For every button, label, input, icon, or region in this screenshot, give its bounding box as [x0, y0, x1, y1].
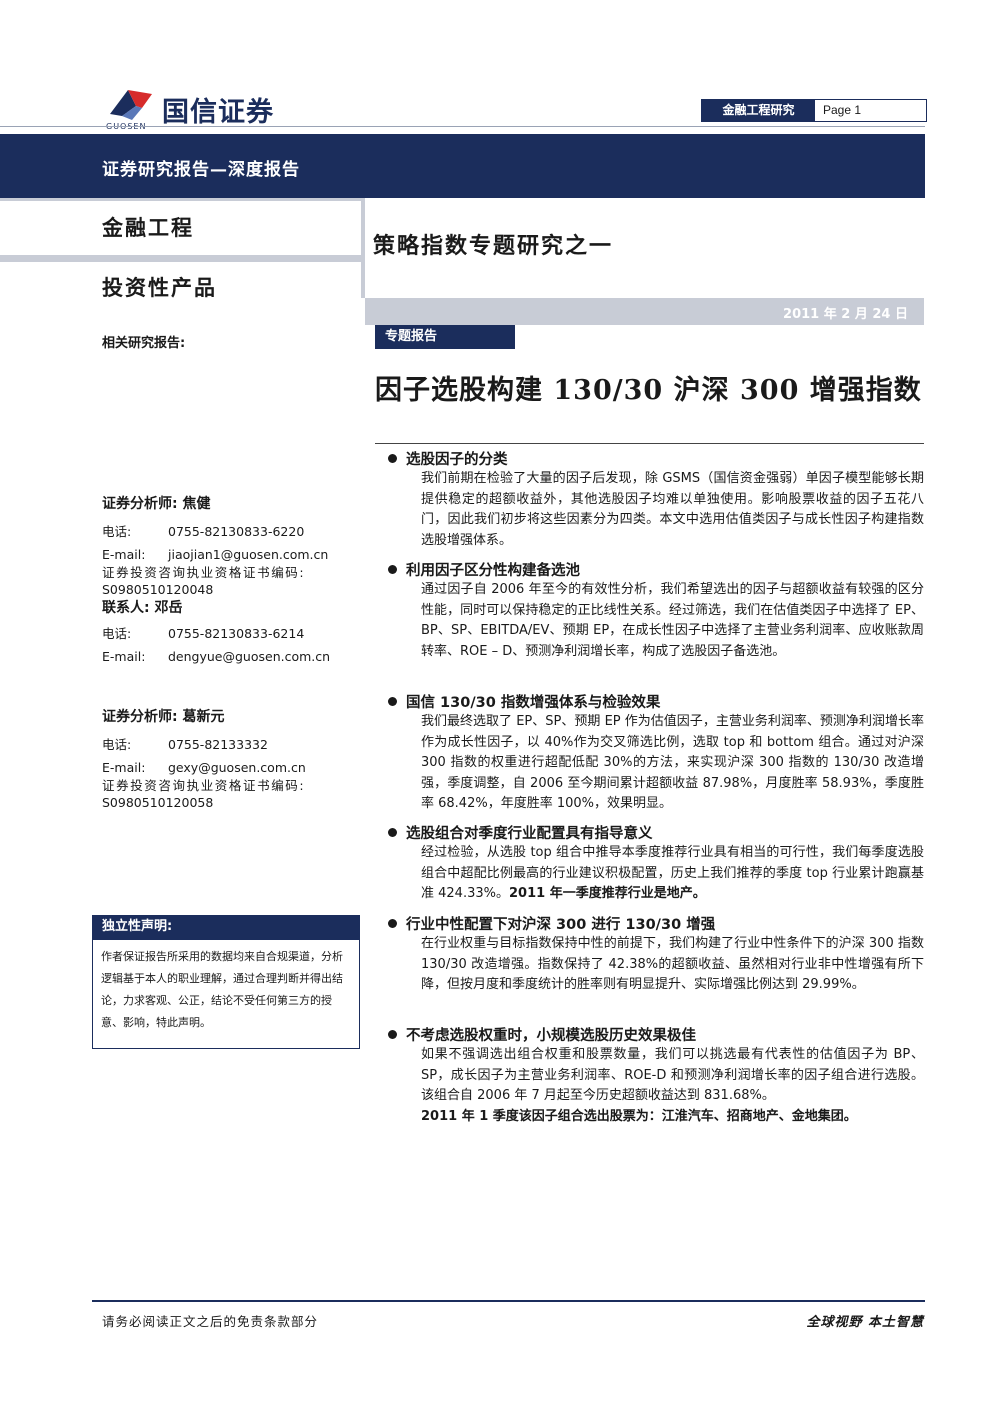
- phone-label: 电话:: [102, 524, 132, 539]
- section-industry-neutral: 行业中性配置下对沪深 300 进行 130/30 增强 在行业权重与目标指数保持…: [388, 912, 924, 996]
- main-title: 因子选股构建 130/30 沪深 300 增强指数: [375, 375, 922, 406]
- cert-number: S0980510120048: [102, 582, 214, 597]
- phone-label: 电话:: [102, 737, 132, 752]
- section-candidate-pool: 利用因子区分性构建备选池 通过因子自 2006 年至今的有效性分析，我们希望选出…: [388, 558, 924, 662]
- email-label: E-mail:: [102, 649, 146, 664]
- section-body: 经过检验，从选股 top 组合中推导本季度推荐行业具有相当的可行性，我们每季度选…: [421, 843, 924, 905]
- category-panel-2: [0, 262, 361, 298]
- series-title: 策略指数专题研究之一: [373, 233, 614, 259]
- bullet-icon: [388, 918, 397, 928]
- header-rule: [0, 126, 925, 127]
- guosen-logo-icon: [110, 90, 152, 120]
- report-type: 证券研究报告—深度报告: [102, 160, 300, 180]
- section-heading: 选股组合对季度行业配置具有指导意义: [406, 825, 653, 842]
- analyst-name: 证券分析师: 焦健: [102, 496, 211, 512]
- email-link[interactable]: dengyue@guosen.com.cn: [168, 649, 331, 664]
- section-industry-allocation: 选股组合对季度行业配置具有指导意义 经过检验，从选股 top 组合中推导本季度推…: [388, 821, 924, 905]
- section-heading: 国信 130/30 指数增强体系与检验效果: [406, 694, 661, 711]
- phone-value: 0755-82130833-6220: [168, 524, 305, 539]
- bullet-icon: [388, 453, 397, 463]
- header-band: [0, 134, 925, 198]
- page-tag: 金融工程研究 Page 1: [701, 99, 927, 122]
- cert-number: S0980510120058: [102, 795, 214, 810]
- contact-person: 联系人: 邓岳 电话: 0755-82130833-6214 E-mail: den…: [102, 599, 352, 666]
- section-emphasis: 2011 年一季度推荐行业是地产。: [508, 886, 706, 901]
- email-link[interactable]: gexy@guosen.com.cn: [168, 760, 306, 775]
- section-body-text: 如果不强调选出组合权重和股票数量，我们可以挑选最有代表性的估值因子为 BP、SP…: [421, 1047, 924, 1103]
- related-reports-label: 相关研究报告:: [102, 336, 186, 351]
- section-body: 我们前期在检验了大量的因子后发现，除 GSMS（国信资金强弱）单因子模型能够长期…: [421, 471, 924, 548]
- bullet-icon: [388, 1029, 397, 1039]
- section-emphasis: 2011 年 1 季度该因子组合选出股票为：江淮汽车、招商地产、金地集团。: [421, 1108, 857, 1124]
- cert-label: 证券投资咨询执业资格证书编码:: [102, 778, 306, 793]
- page-tag-category: 金融工程研究: [702, 100, 815, 121]
- analyst-contact-2: 证券分析师: 葛新元 电话: 0755-82133332 E-mail: gexy@…: [102, 708, 352, 811]
- category-heading-2: 投资性产品: [102, 275, 217, 300]
- section-body: 如果不强调选出组合权重和股票数量，我们可以挑选最有代表性的估值因子为 BP、SP…: [421, 1045, 924, 1127]
- contact-name: 联系人: 邓岳: [102, 600, 183, 616]
- topic-tag: 专题报告: [375, 325, 515, 349]
- section-enhancement-system: 国信 130/30 指数增强体系与检验效果 我们最终选取了 EP、SP、预期 E…: [388, 690, 924, 815]
- footer-rule: [92, 1300, 925, 1302]
- phone-value: 0755-82130833-6214: [168, 626, 305, 641]
- bullet-icon: [388, 564, 397, 574]
- section-heading: 不考虑选股权重时，小规模选股历史效果极佳: [406, 1027, 696, 1044]
- phone-label: 电话:: [102, 626, 132, 641]
- section-body: 我们最终选取了 EP、SP、预期 EP 作为估值因子，主营业务利润率、预测净利润…: [421, 714, 924, 811]
- section-body: 在行业权重与目标指数保持中性的前提下，我们构建了行业中性条件下的沪深 300 指…: [421, 936, 924, 992]
- slogan: 全球视野 本土智慧: [806, 1315, 924, 1330]
- bullet-icon: [388, 827, 397, 837]
- section-heading: 选股因子的分类: [406, 451, 508, 468]
- category-heading-1: 金融工程: [102, 215, 194, 240]
- report-date: 2011 年 2 月 24 日: [783, 307, 908, 322]
- email-label: E-mail:: [102, 547, 146, 562]
- email-link[interactable]: jiaojian1@guosen.com.cn: [168, 547, 329, 562]
- email-label: E-mail:: [102, 760, 146, 775]
- disclaimer-notice: 请务必阅读正文之后的免责条款部分: [102, 1314, 319, 1329]
- page-number: Page 1: [823, 103, 862, 117]
- section-body: 通过因子自 2006 年至今的有效性分析，我们希望选出的因子与超额收益有较强的区…: [421, 582, 924, 659]
- analyst-name: 证券分析师: 葛新元: [102, 709, 225, 725]
- section-heading: 行业中性配置下对沪深 300 进行 130/30 增强: [406, 916, 716, 933]
- section-factor-classification: 选股因子的分类 我们前期在检验了大量的因子后发现，除 GSMS（国信资金强弱）单…: [388, 447, 924, 551]
- section-body-text: 经过检验，从选股 top 组合中推导本季度推荐行业具有相当的可行性，我们每季度选…: [421, 845, 924, 901]
- date-bar: [365, 298, 924, 325]
- declaration-heading: 独立性声明:: [92, 915, 360, 939]
- declaration-body: 作者保证报告所采用的数据均来自合规渠道，分析逻辑基于本人的职业理解，通过合理判断…: [92, 939, 360, 1049]
- section-heading: 利用因子区分性构建备选池: [406, 562, 580, 579]
- cert-label: 证券投资咨询执业资格证书编码:: [102, 565, 306, 580]
- logo-text: 国信证券: [162, 97, 274, 128]
- phone-value: 0755-82133332: [168, 737, 268, 752]
- title-rule: [375, 443, 924, 444]
- section-small-scale: 不考虑选股权重时，小规模选股历史效果极佳 如果不强调选出组合权重和股票数量，我们…: [388, 1023, 924, 1127]
- bullet-icon: [388, 696, 397, 706]
- category-panel-1: [0, 201, 361, 255]
- analyst-contact-1: 证券分析师: 焦健 电话: 0755-82130833-6220 E-mail: j…: [102, 495, 352, 598]
